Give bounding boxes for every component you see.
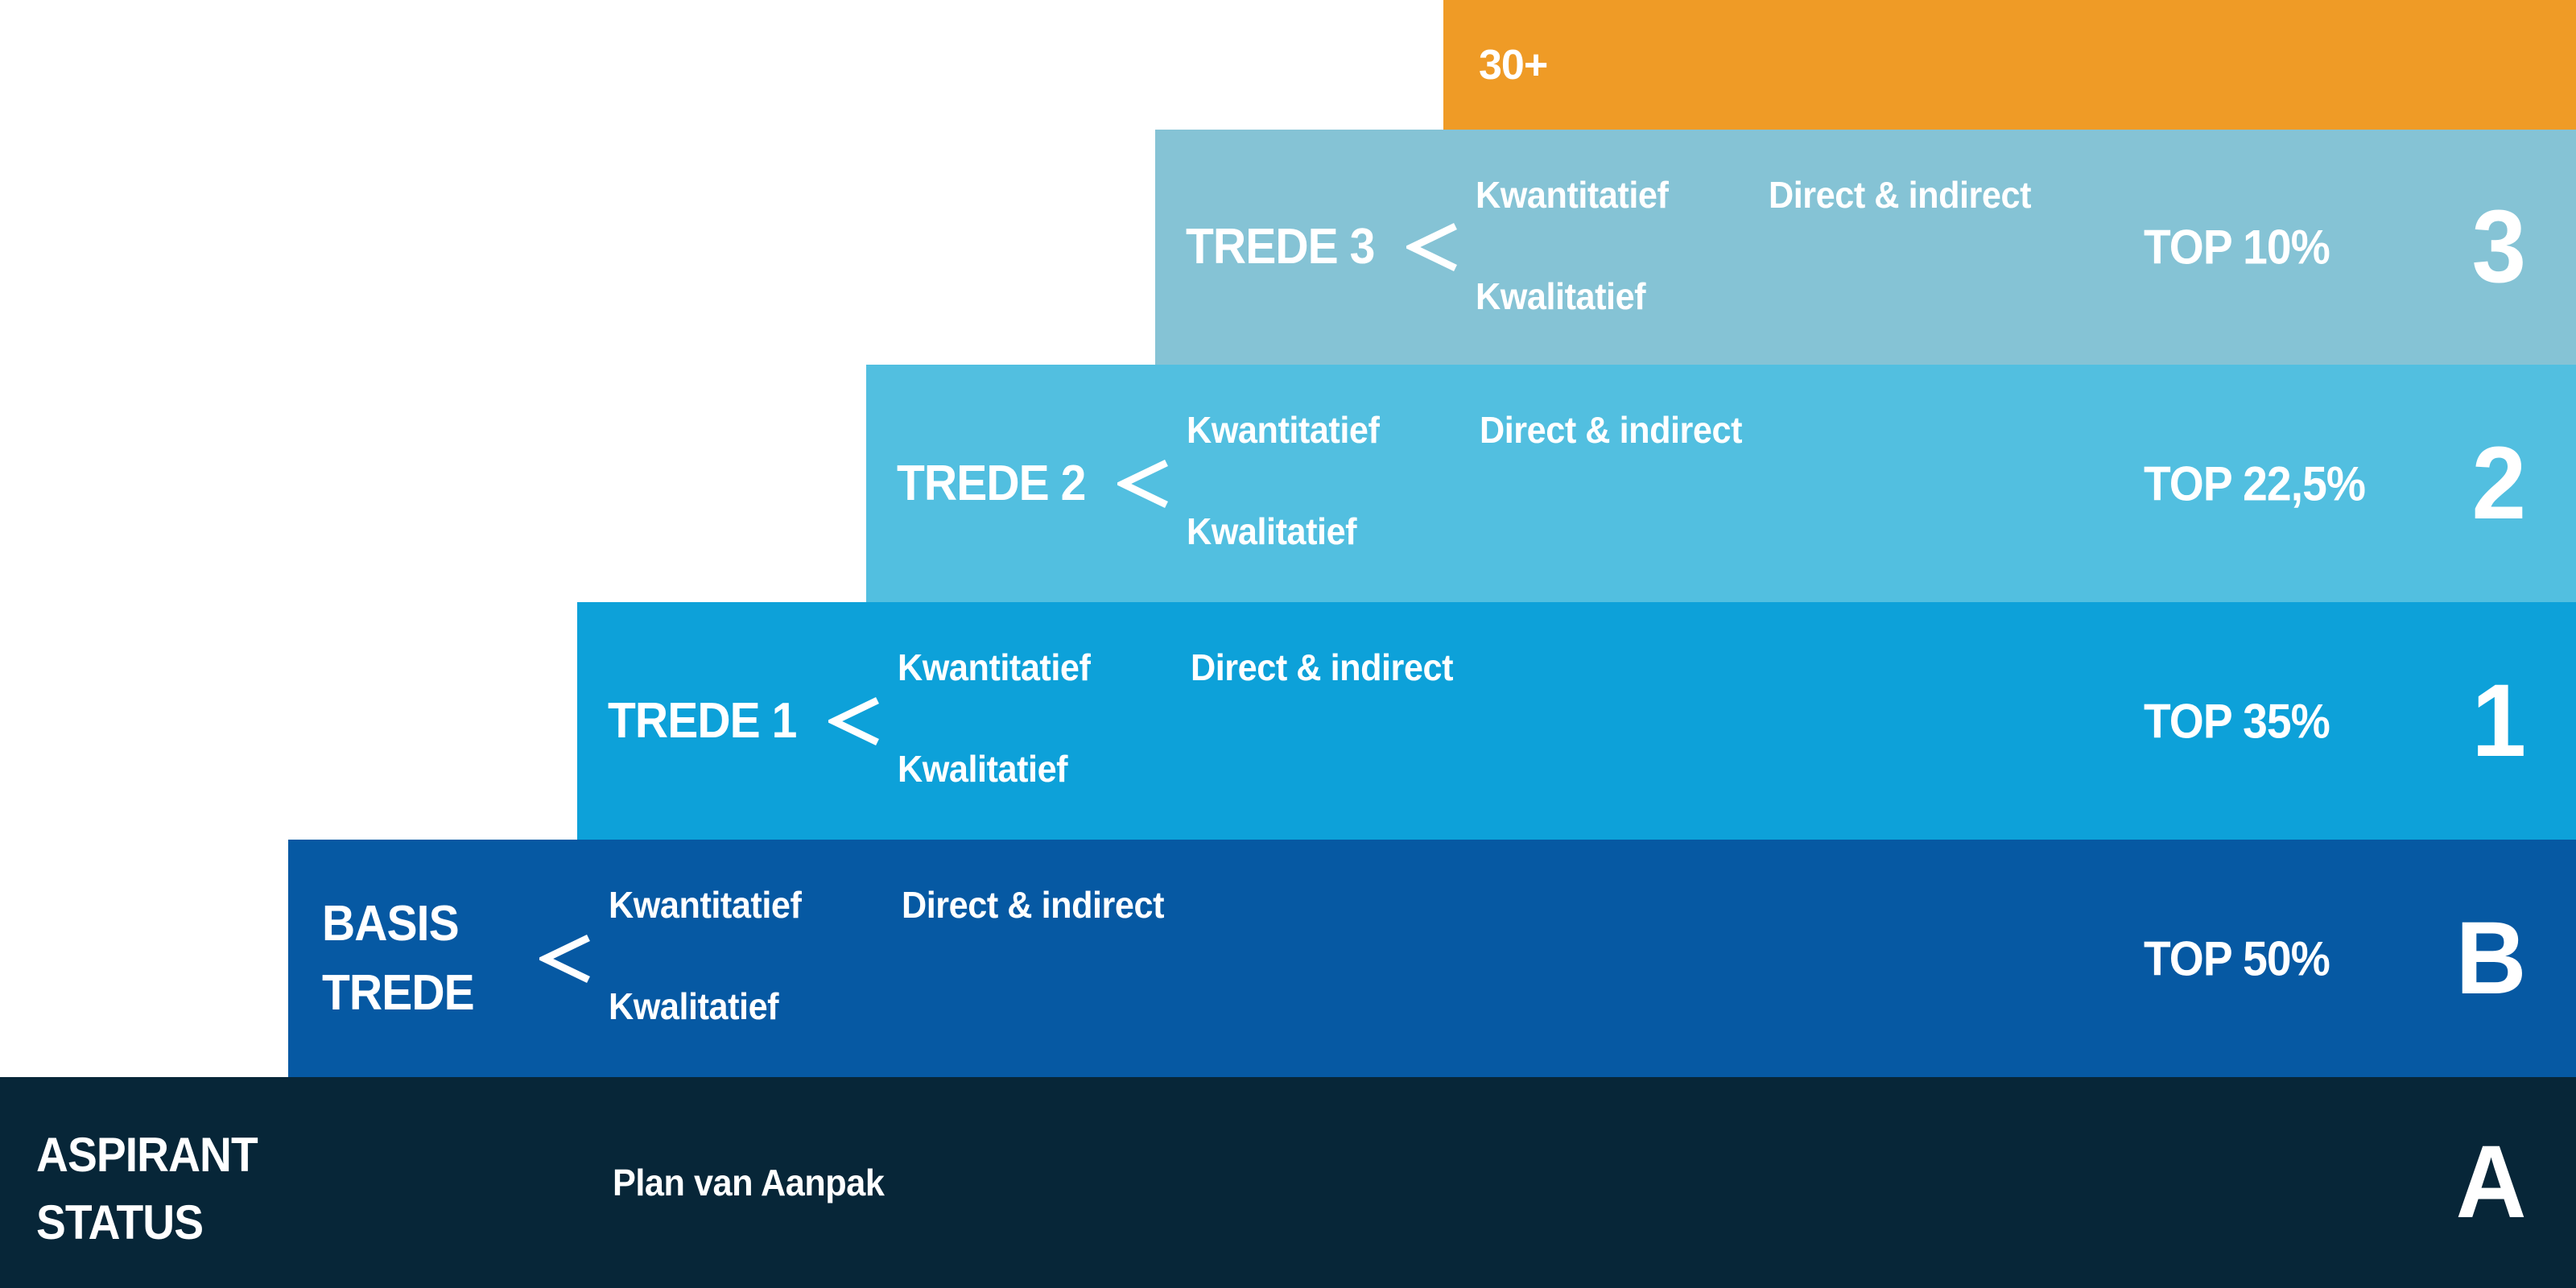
scope-label: Direct & indirect [902, 884, 1165, 926]
plan-van-aanpak-label: Plan van Aanpak [613, 1162, 885, 1203]
qualitative-label: Kwalitatief [898, 748, 1068, 790]
step-trede-3-title: TREDE 3 [1186, 219, 1375, 275]
step-trede-2-title: TREDE 2 [897, 455, 1086, 511]
aspirant-status-title-line2: STATUS [36, 1195, 204, 1249]
top-percentage-label: TOP 10% [2144, 220, 2330, 275]
scope-label: Direct & indirect [1769, 174, 2032, 216]
qualitative-label: Kwalitatief [1187, 510, 1357, 552]
step-basistrede-title-line1: BASIS [322, 895, 460, 952]
step-basistrede-title-line2: TREDE [322, 964, 475, 1021]
bar-aspirant-status: ASPIRANT STATUS Plan van Aanpak A [0, 1077, 2576, 1288]
step-basistrede: BASIS TREDE Kwantitatief Kwalitatief Dir… [288, 840, 2576, 1077]
aspirant-status-title-line1: ASPIRANT [36, 1128, 258, 1182]
top-percentage-label: TOP 35% [2144, 694, 2330, 748]
quantitative-label: Kwantitatief [609, 884, 802, 926]
chevron-left-icon [539, 934, 590, 983]
chevron-left-icon [1406, 222, 1457, 272]
top-percentage-label: TOP 50% [2144, 931, 2330, 985]
quantitative-label: Kwantitatief [898, 646, 1091, 688]
level-glyph: A [2455, 1125, 2526, 1240]
aspirant-status-title: ASPIRANT STATUS [36, 1121, 258, 1257]
quantitative-label: Kwantitatief [1476, 174, 1669, 216]
step-trede-2: TREDE 2 Kwantitatief Kwalitatief Direct … [866, 365, 2576, 602]
chevron-left-icon [828, 696, 879, 745]
scope-label: Direct & indirect [1480, 409, 1743, 451]
scope-label: Direct & indirect [1191, 646, 1454, 688]
level-glyph: 2 [2471, 425, 2526, 541]
bar-30plus: 30+ [1443, 0, 2576, 130]
qualitative-label: Kwalitatief [609, 985, 779, 1027]
step-basistrede-title: BASIS TREDE [322, 890, 475, 1028]
step-trede-1-title: TREDE 1 [608, 692, 797, 749]
qualitative-label: Kwalitatief [1476, 275, 1646, 317]
step-trede-1: TREDE 1 Kwantitatief Kwalitatief Direct … [577, 602, 2576, 840]
bar-30plus-label: 30+ [1479, 41, 1548, 89]
level-glyph: 1 [2471, 663, 2526, 778]
level-glyph: B [2455, 900, 2526, 1016]
chevron-left-icon [1117, 459, 1168, 508]
top-percentage-label: TOP 22,5% [2144, 456, 2366, 510]
level-glyph: 3 [2471, 189, 2526, 304]
quantitative-label: Kwantitatief [1187, 409, 1380, 451]
step-trede-3: TREDE 3 Kwantitatief Kwalitatief Direct … [1155, 130, 2576, 365]
